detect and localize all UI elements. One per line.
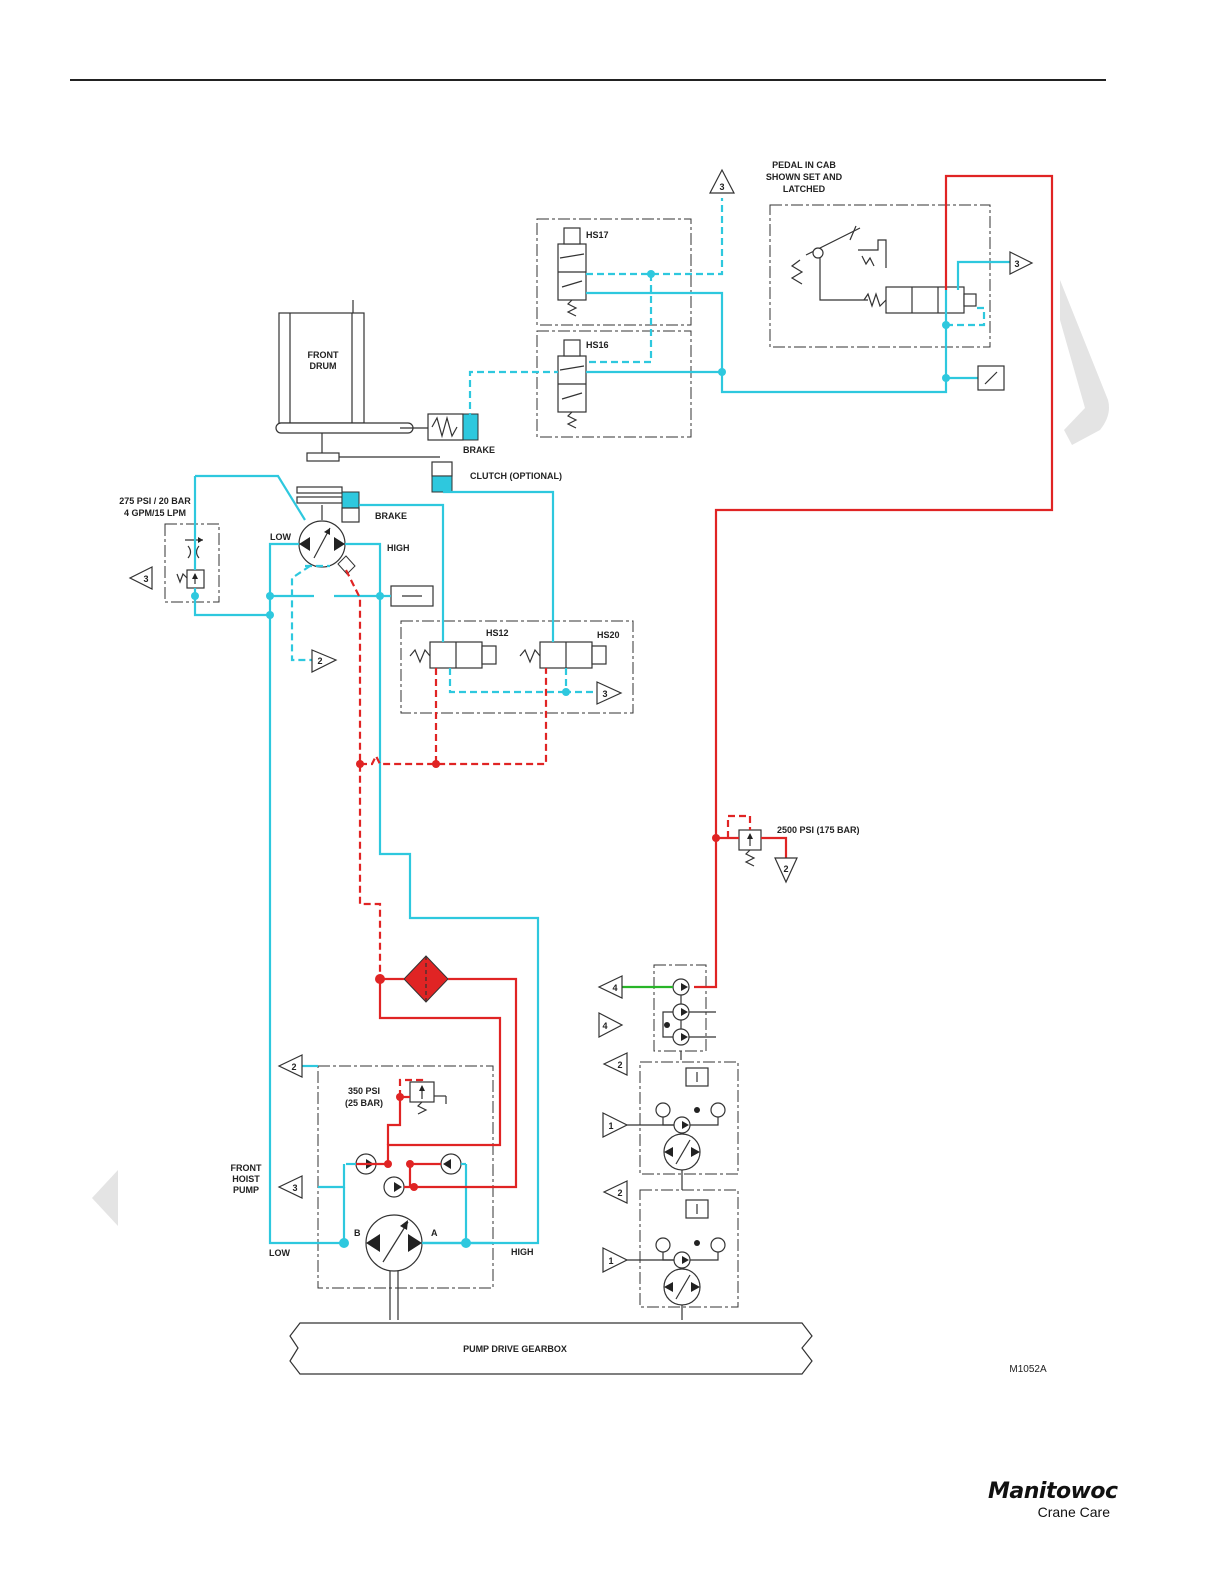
hs12-label: HS12 xyxy=(486,628,509,638)
watermark-chevron-left xyxy=(92,1170,118,1226)
connector-pump-3: 3 xyxy=(292,1183,297,1193)
connector-aux-2b: 2 xyxy=(617,1188,622,1198)
motor-low-label: LOW xyxy=(270,532,291,542)
front-hoist-pump: 350 PSI (25 BAR) B A FRONT HOIST PUMP LO… xyxy=(231,1066,534,1320)
relief-2500: 2500 PSI (175 BAR) xyxy=(739,825,860,866)
clutch-label: CLUTCH (OPTIONAL) xyxy=(470,471,562,481)
connector-aux-4a: 4 xyxy=(612,983,617,993)
drum-brake-label: BRAKE xyxy=(463,445,495,455)
pedal-label-3: LATCHED xyxy=(783,184,826,194)
aux-pump-stack xyxy=(625,965,738,1320)
pedal-in-cab: PEDAL IN CAB SHOWN SET AND LATCHED xyxy=(766,160,990,347)
connector-relief2500-2: 2 xyxy=(783,864,788,874)
connector-aux-1a: 1 xyxy=(608,1121,613,1131)
connector-valves-3: 3 xyxy=(602,689,607,699)
figure-id: M1052A xyxy=(1009,1364,1047,1375)
connector-pump-2: 2 xyxy=(291,1062,296,1072)
pump-low-label: LOW xyxy=(269,1248,290,1258)
pedal-label-2: SHOWN SET AND xyxy=(766,172,843,182)
motor-high-label: HIGH xyxy=(387,543,410,553)
pump-b-label: B xyxy=(354,1228,361,1238)
connector-pedal-3: 3 xyxy=(1014,259,1019,269)
relief-275: 275 PSI / 20 BAR 4 GPM/15 LPM xyxy=(119,496,219,602)
motor-brake-label: BRAKE xyxy=(375,511,407,521)
pump-high-label: HIGH xyxy=(511,1247,534,1257)
drum-brake: BRAKE xyxy=(400,414,495,455)
pump-drive-gearbox: PUMP DRIVE GEARBOX xyxy=(290,1323,812,1374)
clutch: CLUTCH (OPTIONAL) xyxy=(339,457,562,492)
connector-aux-4b: 4 xyxy=(602,1021,607,1031)
relief-275-label-2: 4 GPM/15 LPM xyxy=(124,508,186,518)
front-drum-label-1: FRONT xyxy=(308,350,339,360)
pump-a-label: A xyxy=(431,1228,438,1238)
connector-aux-2a: 2 xyxy=(617,1060,622,1070)
front-drum-label-2: DRUM xyxy=(310,361,337,371)
relief-2500-label: 2500 PSI (175 BAR) xyxy=(777,825,860,835)
connector-aux-1b: 1 xyxy=(608,1256,613,1266)
valve-group-hs17: HS17 xyxy=(537,219,691,325)
front-hoist-pump-label-3: PUMP xyxy=(233,1185,259,1195)
valve-group-hs16: HS16 xyxy=(537,331,691,437)
front-hoist-pump-label-1: FRONT xyxy=(231,1163,262,1173)
logo-sub: Crane Care xyxy=(988,1504,1110,1520)
connectors: 3 3 3 2 3 2 2 3 4 4 2 1 2 1 xyxy=(130,170,1032,1272)
pedal-label-1: PEDAL IN CAB xyxy=(772,160,836,170)
connector-top-3: 3 xyxy=(719,182,724,192)
logo-brand: Manitowoc xyxy=(988,1480,1110,1504)
front-hoist-pump-label-2: HOIST xyxy=(232,1174,260,1184)
hs16-label: HS16 xyxy=(586,340,609,350)
connector-relief-3: 3 xyxy=(143,574,148,584)
relief-350-label-2: (25 BAR) xyxy=(345,1098,383,1108)
connector-drain-2: 2 xyxy=(317,656,322,666)
manitowoc-logo: Manitowoc Crane Care xyxy=(988,1480,1110,1520)
gearbox-label: PUMP DRIVE GEARBOX xyxy=(463,1344,567,1354)
relief-350-label-1: 350 PSI xyxy=(348,1086,380,1096)
watermark-chevron-right xyxy=(1060,280,1109,445)
hs20-label: HS20 xyxy=(597,630,620,640)
hs17-label: HS17 xyxy=(586,230,609,240)
relief-275-label-1: 275 PSI / 20 BAR xyxy=(119,496,191,506)
front-drum: FRONT DRUM xyxy=(276,300,413,461)
